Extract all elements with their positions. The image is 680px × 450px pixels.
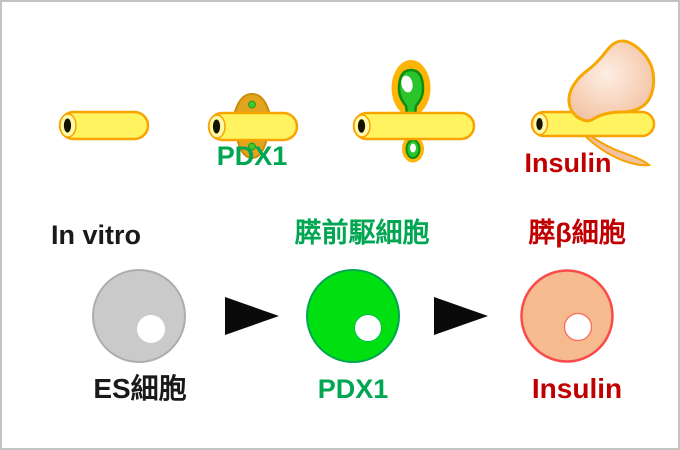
progenitor-cell-header: 膵前駆細胞 (294, 218, 430, 248)
progenitor-cell-label: PDX1 (317, 374, 389, 404)
stage2-pdx1-label: PDX1 (216, 141, 288, 171)
arrow-right-icon (225, 297, 279, 335)
beta-cell-label: Insulin (531, 373, 623, 404)
pancreas-tail (580, 127, 652, 167)
progenitor-cell-nucleus (354, 314, 382, 342)
beta-cell-header: 膵β細胞 (528, 218, 626, 248)
stage4-insulin-label: Insulin (524, 148, 612, 178)
arrow-right-icon (434, 297, 488, 335)
in-vitro-title: In vitro (51, 220, 142, 250)
pancreatic-beta-cell (520, 269, 614, 363)
gut-tube-stage3-pancreatic-buds (352, 60, 476, 163)
pancreas-body (567, 39, 656, 123)
es-cell (92, 269, 186, 363)
beta-cell-nucleus (563, 312, 593, 342)
gut-tube-stage4-pancreas (530, 39, 656, 167)
es-cell-nucleus (137, 315, 165, 343)
gut-tube-stage1 (58, 110, 150, 141)
es-cell-label: ES細胞 (93, 373, 187, 404)
pancreatic-progenitor-cell (306, 269, 400, 363)
gut-tube-stage2-pdx1-buds (207, 92, 299, 160)
